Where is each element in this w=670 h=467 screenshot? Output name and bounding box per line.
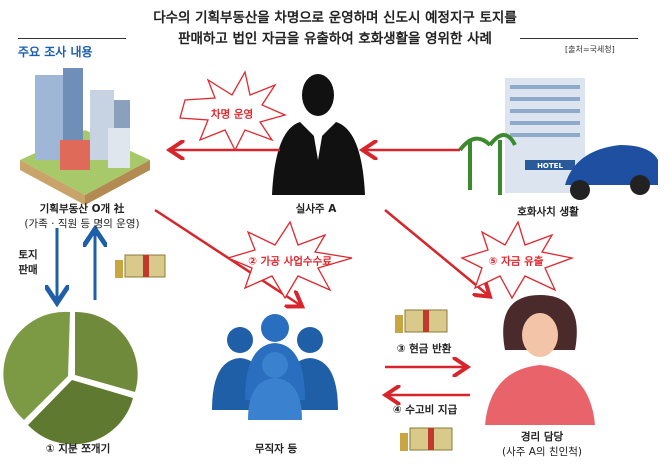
money-stack-icon [395, 309, 448, 333]
hotel-and-car-illustration: HOTEL [458, 78, 658, 200]
borrowed-name-burst: 차명 운영 [210, 108, 254, 121]
page-title: 다수의 기획부동산을 차명으로 운영하며 신도시 예정지구 토지를 판매하고 법… [153, 10, 517, 47]
businessman-silhouette-icon [272, 74, 365, 195]
burst-shapes [179, 70, 575, 300]
land-label: ① 지분 쪼개기 [45, 443, 111, 455]
buildings-illustration [20, 68, 150, 205]
hotel-sign: HOTEL [537, 162, 563, 170]
header-rule-left [18, 38, 126, 39]
luxury-label: 호화사치 생활 [517, 206, 579, 218]
fund-outflow-burst: ⑤ 자금 유출 [488, 255, 544, 268]
accountant-woman-illustration [485, 295, 595, 425]
land-pie-illustration [3, 311, 138, 445]
owner-label: 실사주 A [295, 203, 337, 215]
arrow-owner-to-accountant [384, 209, 488, 295]
people-group-icon [212, 314, 338, 420]
labor-fee-label: ④ 수고비 지급 [392, 404, 458, 416]
source-credit: [출처=국세청] [565, 45, 615, 54]
land-sale-label: 토지 판매 [18, 249, 38, 276]
fake-fee-burst: ② 가공 사업수수료 [248, 255, 332, 268]
cash-return-label: ③ 현금 반환 [396, 343, 452, 355]
money-stack-icon [400, 427, 453, 451]
section-label: 주요 조사 내용 [18, 45, 93, 59]
accountant-label: 경리 담당 (사주 A의 친인척) [501, 431, 583, 458]
nominees-label: 무직자 등 [254, 443, 298, 455]
money-stack-icon [115, 254, 166, 278]
header-rule-right [520, 38, 638, 39]
companies-label: 기획부동산 O개 社 (가족 · 직원 등 명의 운영) [24, 203, 140, 230]
